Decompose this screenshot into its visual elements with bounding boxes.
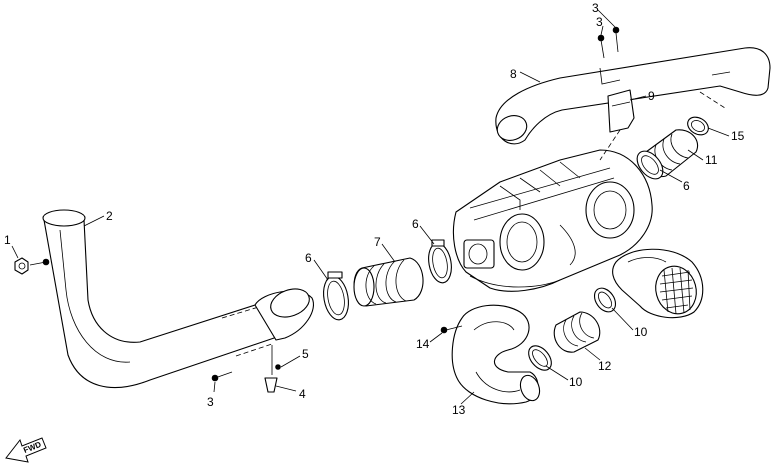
callout-4: 4: [299, 387, 306, 401]
callout-6-left: 6: [305, 251, 312, 265]
boot-part-12: [553, 311, 601, 353]
intake-cover-mesh: [612, 248, 704, 319]
duct-part-13: [451, 304, 541, 405]
bolt-part-3-upper: [597, 26, 620, 59]
boot-part-7: [353, 257, 424, 307]
callout-3-lower: 3: [207, 395, 214, 409]
cvt-housing: [452, 149, 653, 292]
callout-6-right: 6: [683, 179, 690, 193]
callout-14: 14: [416, 337, 430, 351]
callout-8: 8: [510, 67, 517, 81]
callout-12: 12: [598, 359, 612, 373]
callout-10-upper: 10: [634, 325, 648, 339]
duct-part-8: [495, 47, 771, 145]
bolt-part-3-lower: [211, 371, 233, 382]
callout-1: 1: [4, 233, 11, 247]
forward-arrow-icon: FWD: [5, 437, 47, 463]
callout-15: 15: [731, 129, 745, 143]
callout-2: 2: [106, 209, 113, 223]
intake-duct-part-2: [42, 209, 314, 388]
callout-labels: 1 2 3 3 3 4 5 6 6 6 7 8 9 10 10 11 12 13…: [4, 1, 745, 417]
callout-3-upper-right: 3: [592, 1, 599, 15]
clamp-part-10-upper: [593, 287, 617, 313]
leader-lines: [11, 9, 730, 405]
nut-part-1: [14, 257, 29, 275]
bracket-part-9: [599, 89, 635, 161]
callout-13: 13: [452, 403, 466, 417]
clamp-part-10-lower: [528, 345, 552, 371]
clamp-part-6-right: [636, 150, 664, 180]
clamp-part-6-middle: [428, 239, 452, 284]
callout-5: 5: [302, 347, 309, 361]
grommet-part-4: [264, 377, 278, 393]
callout-3-upper-left: 3: [596, 15, 603, 29]
clamp-part-6-left: [323, 271, 349, 321]
callout-10-lower: 10: [569, 375, 583, 389]
callout-6-middle: 6: [412, 217, 419, 231]
callout-9: 9: [648, 89, 655, 103]
callout-7: 7: [374, 235, 381, 249]
bracket-part-5: [29, 258, 281, 375]
callout-11: 11: [705, 153, 718, 167]
bolt-part-14: [440, 325, 463, 334]
clamp-part-15: [687, 116, 709, 136]
